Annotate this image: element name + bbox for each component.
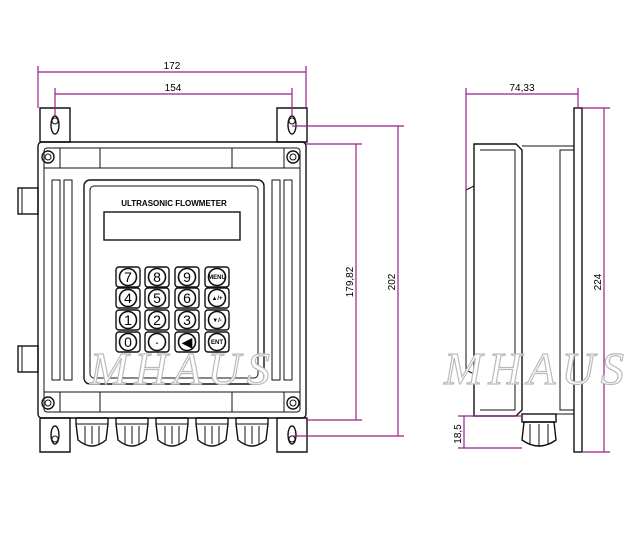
keypad-key-label: 8	[153, 269, 161, 285]
keypad-key[interactable]: 9	[174, 266, 200, 288]
mount-bracket-bottom-right	[276, 417, 308, 453]
keypad-key-label: ▼/-	[212, 318, 222, 324]
keypad-key-label: 6	[183, 290, 191, 306]
mount-bracket-bottom-left	[39, 417, 71, 453]
keypad-key-label: 4	[124, 290, 132, 306]
keypad-key[interactable]: 1	[115, 309, 141, 331]
cable-gland	[75, 417, 109, 447]
keypad-key-label: ▲/+	[211, 296, 223, 302]
keypad-key[interactable]: ◀	[174, 331, 200, 353]
keypad-key-label: ENT	[211, 340, 223, 346]
side-gland	[521, 413, 557, 447]
dim-gland-offset: 18,5	[453, 424, 464, 444]
corner-screws	[41, 150, 300, 410]
keypad-key[interactable]: MENU	[204, 266, 230, 288]
cable-gland	[195, 417, 229, 447]
keypad-key[interactable]: 7	[115, 266, 141, 288]
keypad-key-label: MENU	[208, 275, 226, 281]
keypad-key[interactable]: ▼/-	[204, 309, 230, 331]
keypad-key-label: 2	[153, 312, 161, 328]
side-view	[465, 107, 583, 453]
dim-depth: 74,33	[509, 83, 534, 94]
watermark-right: MHAUS	[443, 343, 630, 394]
cable-gland	[235, 417, 269, 447]
cable-gland	[155, 417, 189, 447]
lcd-display	[103, 211, 241, 241]
dimensions: 172 154 179,82 202 74,33 224 18,5	[37, 61, 610, 453]
watermark-left: MHAUS	[89, 343, 276, 394]
keypad-key[interactable]: 8	[144, 266, 170, 288]
dim-body-height: 179,82	[345, 266, 356, 297]
keypad-key[interactable]: 5	[144, 287, 170, 309]
keypad-key[interactable]: ▲/+	[204, 287, 230, 309]
keypad-key-label: 1	[124, 312, 132, 328]
keypad-key-label: 5	[153, 290, 161, 306]
keypad: 7 8 9 MENU 4 5 6 ▲/+ 1 2 3 ▼/- 0 · ◀ ENT	[115, 266, 230, 353]
keypad-key[interactable]: ·	[144, 331, 170, 353]
front-view: ULTRASONIC FLOWMETER 7 8 9 MENU 4 5 6 ▲/+ 1 2 3 ▼/-…	[17, 107, 308, 453]
keypad-key[interactable]: ENT	[204, 331, 230, 353]
front-panel	[83, 179, 265, 385]
dim-mount-hole-spacing: 154	[165, 83, 182, 94]
keypad-key[interactable]: 6	[174, 287, 200, 309]
keypad-key-label: 7	[124, 269, 132, 285]
cable-glands	[75, 417, 269, 447]
keypad-key[interactable]: 3	[174, 309, 200, 331]
side-connectors	[17, 187, 39, 373]
keypad-key-label: ◀	[182, 334, 193, 350]
keypad-key[interactable]: 4	[115, 287, 141, 309]
dim-overall-width: 172	[164, 61, 181, 72]
keypad-key[interactable]: 0	[115, 331, 141, 353]
cable-gland	[115, 417, 149, 447]
keypad-key-label: 3	[183, 312, 191, 328]
mounting-plate	[573, 107, 583, 453]
panel-title: ULTRASONIC FLOWMETER	[121, 199, 227, 208]
keypad-key-label: ·	[155, 334, 160, 350]
keypad-key-label: 0	[124, 334, 132, 350]
dim-total-height: 224	[593, 273, 604, 290]
dim-mount-hole-height: 202	[387, 273, 398, 290]
keypad-key-label: 9	[183, 269, 191, 285]
keypad-key[interactable]: 2	[144, 309, 170, 331]
side-ribs	[51, 179, 293, 381]
